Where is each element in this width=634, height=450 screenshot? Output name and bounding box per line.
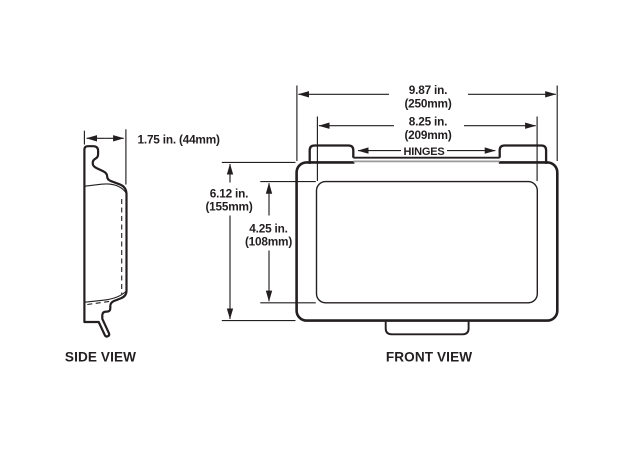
overall-height-value-in: 6.12 in. [210, 187, 248, 201]
hinge-tab-left [308, 144, 355, 164]
hinge-strip-mask [354, 158, 499, 167]
hinge-tab-right [498, 144, 548, 164]
side-bottom-seam-line [84, 290, 127, 303]
side-view [83, 145, 128, 338]
side-profile-outline [83, 145, 128, 338]
extension-lines [83, 85, 558, 322]
front-view [295, 144, 559, 336]
inner-height-value-in: 4.25 in. [249, 222, 287, 236]
front-view-label: FRONT VIEW [386, 350, 472, 365]
overall-width-value-in: 9.87 in. [409, 83, 447, 97]
side-top-seam-line [84, 183, 127, 194]
front-inner-panel [315, 180, 539, 304]
hinges-label: HINGES [404, 146, 445, 158]
depth-value: 1.75 in. (44mm) [138, 133, 221, 147]
hinge-span-value-mm: (209mm) [404, 128, 451, 142]
overall-height-value-mm: (155mm) [205, 200, 252, 214]
side-hidden-edge-diagonal [86, 299, 118, 306]
front-outer-box [295, 161, 559, 322]
side-view-label: SIDE VIEW [65, 350, 136, 365]
latch-tab [384, 321, 470, 336]
dimension-lines [86, 91, 557, 320]
inner-height-value-mm: (108mm) [245, 235, 292, 249]
hinge-span-value-in: 8.25 in. [409, 115, 447, 129]
overall-width-value-mm: (250mm) [404, 97, 451, 111]
